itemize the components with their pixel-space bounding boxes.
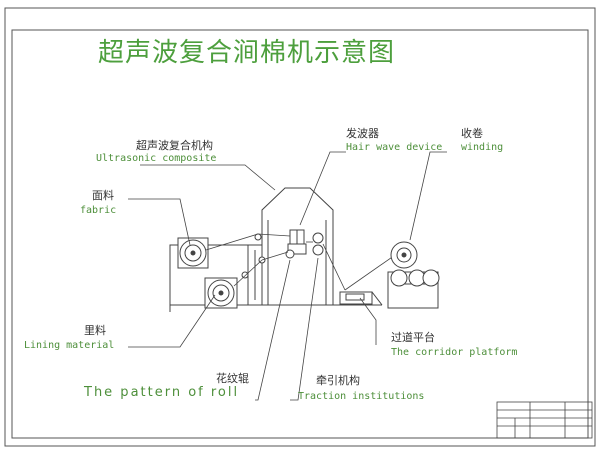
label-fabric-en: fabric bbox=[80, 205, 117, 216]
fabric-roll bbox=[177, 237, 209, 269]
label-hairwave-en: Hair wave device bbox=[346, 142, 443, 153]
leader-lines bbox=[128, 151, 447, 401]
diagram-title: 超声波复合涧棉机示意图 bbox=[98, 38, 396, 68]
material-paths bbox=[205, 233, 399, 291]
hair-wave-device bbox=[287, 229, 307, 255]
label-hairwave-zh: 发波器 bbox=[346, 127, 379, 140]
drawing-frame bbox=[4, 7, 596, 447]
label-lining-en: Lining material bbox=[24, 340, 115, 351]
inner-frame bbox=[11, 29, 589, 439]
label-pattern-zh: 花纹辊 bbox=[216, 372, 249, 385]
label-pattern-en: The pattern of roll bbox=[84, 385, 240, 400]
title-block bbox=[496, 401, 593, 439]
label-platform-zh: 过道平台 bbox=[391, 331, 435, 344]
label-platform-en: The corridor platform bbox=[391, 347, 518, 358]
label-ultrasonic-zh: 超声波复合机构 bbox=[136, 139, 213, 152]
guide-rolls bbox=[241, 233, 266, 279]
label-lining-zh: 里料 bbox=[84, 324, 106, 337]
ultrasonic-housing bbox=[261, 187, 334, 305]
lining-roll bbox=[204, 277, 238, 309]
label-ultrasonic-en: Ultrasonic composite bbox=[96, 153, 217, 164]
label-winding-zh: 收卷 bbox=[461, 127, 483, 140]
label-winding-en: winding bbox=[461, 142, 504, 153]
winding-unit bbox=[387, 241, 440, 309]
label-fabric-zh: 面料 bbox=[92, 189, 114, 202]
corridor-platform bbox=[333, 291, 383, 306]
label-traction-en: Traction institutions bbox=[298, 391, 425, 402]
label-traction-zh: 牵引机构 bbox=[316, 374, 360, 387]
